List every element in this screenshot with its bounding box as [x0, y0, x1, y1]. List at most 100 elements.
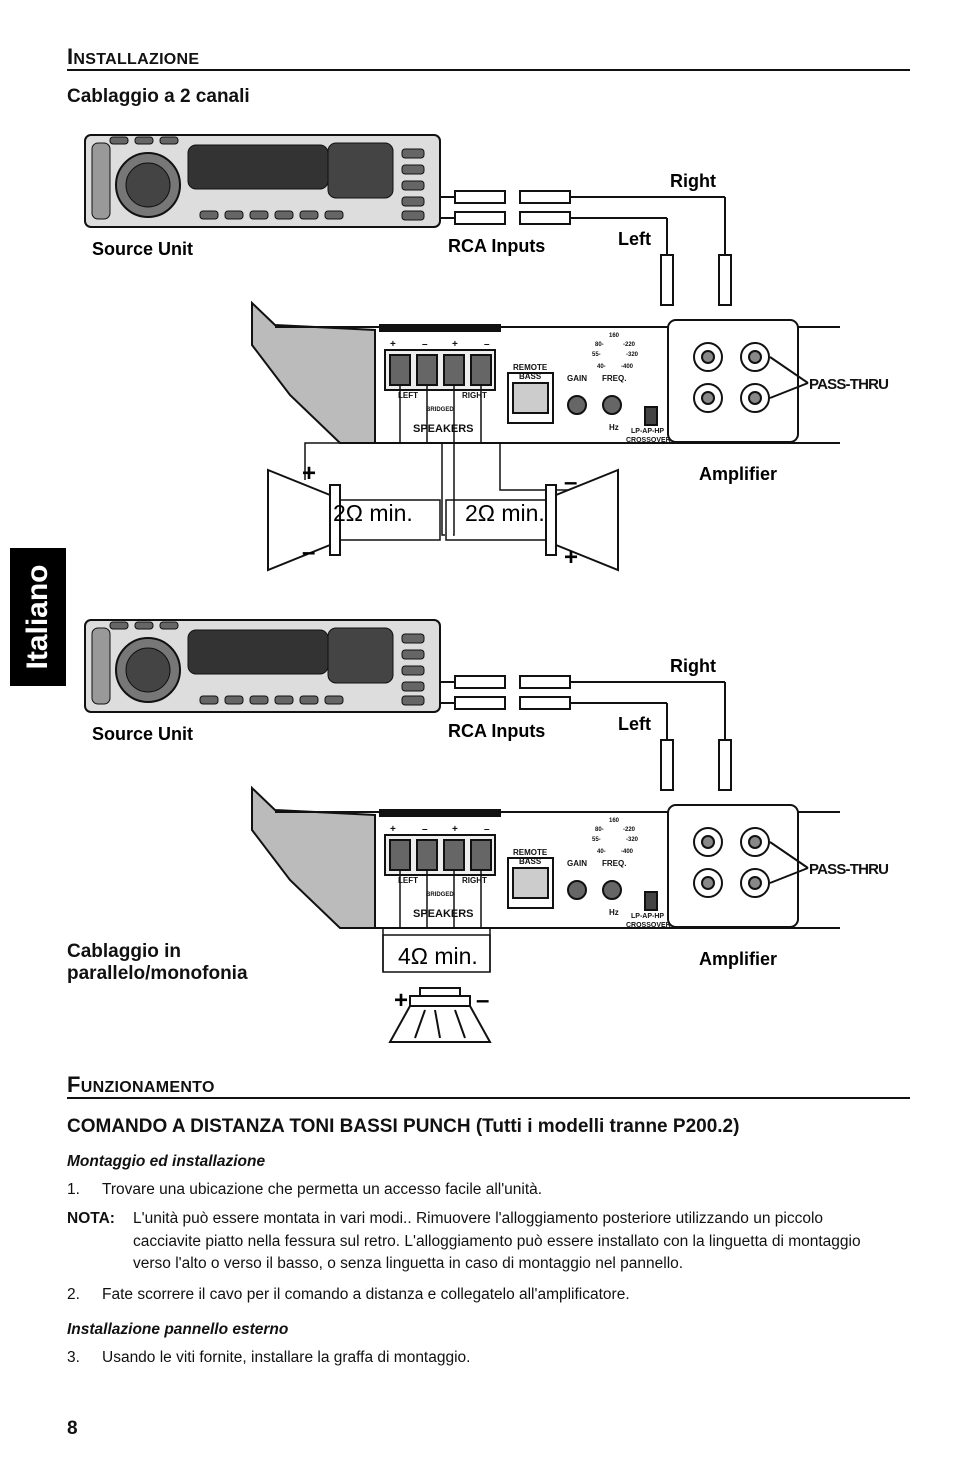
- term-right: RIGHT: [462, 391, 487, 400]
- hz-label-2: Hz: [609, 908, 619, 917]
- freq2-400: -400: [621, 849, 634, 855]
- freq-160: 160: [609, 333, 620, 339]
- pol-4: –: [484, 339, 490, 350]
- list-number-3: 3.: [67, 1349, 80, 1366]
- speaker-mono: [388, 987, 492, 1043]
- amplifier: [251, 300, 840, 444]
- speaker-mono-minus: –: [476, 987, 489, 1014]
- label-rca-inputs: RCA Inputs: [448, 236, 545, 256]
- pol-3: +: [452, 339, 458, 350]
- label-amplifier-2: Amplifier: [699, 949, 777, 969]
- heading-remote-bass-main: COMANDO A DISTANZA TONI BASSI PUNCH: [67, 1116, 471, 1137]
- subheading-2-channel: Cablaggio a 2 canali: [67, 86, 250, 107]
- note-line-1: L'unità può essere montata in vari modi.…: [133, 1210, 824, 1227]
- term2-left: LEFT: [398, 876, 418, 885]
- speaker-left: [267, 468, 441, 572]
- freq-80: 80-: [595, 342, 604, 348]
- note-line-3: verso l'alto o verso il basso, o senza l…: [133, 1255, 684, 1272]
- title-initial: I: [67, 44, 74, 69]
- list-item-2: 2. Fate scorrere il cavo per il comando …: [67, 1284, 910, 1306]
- page-number: 8: [67, 1418, 78, 1439]
- gain-label: GAIN: [567, 374, 587, 383]
- amplifier-2: [251, 785, 840, 929]
- label-speakers: SPEAKERS: [413, 423, 474, 435]
- speaker-left-plus: +: [302, 460, 316, 487]
- heading-remote-bass-models: (Tutti i modelli tranne P200.2): [475, 1116, 740, 1137]
- term2-right: RIGHT: [462, 876, 487, 885]
- bass-label-2: BASS: [519, 857, 542, 866]
- term-left: LEFT: [398, 391, 418, 400]
- subheading-parallel-line1: Cablaggio in: [67, 941, 181, 962]
- lp-ap-hp-2: LP-AP-HP: [631, 913, 664, 920]
- rca-cables-2: [440, 675, 732, 791]
- speaker-right-plus: +: [564, 544, 578, 571]
- note-line-2: cacciavite piatto nella fessura sul retr…: [133, 1232, 861, 1250]
- label-left-2: Left: [618, 714, 651, 734]
- list-text-1: Trovare una ubicazione che permetta un a…: [102, 1181, 543, 1198]
- subheading-parallel-line2: parallelo/monofonia: [67, 963, 248, 984]
- pol2-2: –: [422, 824, 428, 835]
- list-text-3: Usando le viti fornite, installare la gr…: [102, 1349, 471, 1366]
- section-title-funzionamento: FUNZIONAMENTO: [67, 1072, 215, 1098]
- wiring-diagram-parallel: Source Unit RCA Inputs Right Left + – + …: [84, 619, 889, 1043]
- list-number-1: 1.: [67, 1181, 80, 1198]
- list-item-3: 3. Usando le viti fornite, installare la…: [67, 1347, 910, 1369]
- title2-initial: F: [67, 1072, 81, 1097]
- pol2-3: +: [452, 824, 458, 835]
- freq2-55: 55-: [592, 837, 601, 843]
- wiring-diagram-2ch: Source Unit RCA Inputs Right Left + – +: [84, 134, 889, 572]
- pol2-1: +: [390, 824, 396, 835]
- label-source-unit: Source Unit: [92, 239, 193, 259]
- freq2-320: -320: [626, 837, 639, 843]
- freq-55: 55-: [592, 352, 601, 358]
- pol-1: +: [390, 339, 396, 350]
- freq2-80: 80-: [595, 827, 604, 833]
- heading-remote-bass: COMANDO A DISTANZA TONI BASSI PUNCH (Tut…: [67, 1116, 739, 1138]
- language-tab: Italiano: [10, 548, 66, 686]
- bass-label: BASS: [519, 372, 542, 381]
- subheading-pannello: Installazione pannello esterno: [67, 1321, 289, 1338]
- source-unit-2: [84, 619, 441, 713]
- label-amplifier: Amplifier: [699, 464, 777, 484]
- label-right-2: Right: [670, 656, 716, 676]
- speaker-right-minus: –: [564, 469, 577, 496]
- pol-2: –: [422, 339, 428, 350]
- speaker-wires-2: [382, 870, 491, 973]
- pol2-4: –: [484, 824, 490, 835]
- crossover-label-2: CROSSOVER: [626, 922, 671, 929]
- freq-40: 40-: [597, 364, 606, 370]
- section-rule-2: [67, 1097, 910, 1099]
- lp-ap-hp: LP-AP-HP: [631, 428, 664, 435]
- label-right: Right: [670, 171, 716, 191]
- title2-rest: UNZIONAMENTO: [80, 1079, 215, 1096]
- list-number-2: 2.: [67, 1286, 80, 1303]
- subheading-montaggio: Montaggio ed installazione: [67, 1153, 266, 1170]
- subheading-parallel: Cablaggio in parallelo/monofonia: [67, 941, 248, 985]
- source-unit: [84, 134, 441, 228]
- speaker-mono-plus: +: [394, 987, 408, 1014]
- rca-cables: [440, 190, 732, 306]
- term2-bridged: BRIDGED: [426, 892, 454, 898]
- label-rca-inputs-2: RCA Inputs: [448, 721, 545, 741]
- term-bridged: BRIDGED: [426, 407, 454, 413]
- freq2-220: -220: [623, 827, 636, 833]
- remote-label-2: REMOTE: [513, 848, 548, 857]
- impedance-right: 2Ω min.: [465, 500, 545, 526]
- label-pass-thru: PASS-THRU: [809, 376, 888, 393]
- freq2-40: 40-: [597, 849, 606, 855]
- remote-label: REMOTE: [513, 363, 548, 372]
- section-title-installazione: INSTALLAZIONE: [67, 44, 199, 70]
- speaker-left-minus: –: [302, 539, 315, 566]
- note-body: L'unità può essere montata in vari modi.…: [133, 1208, 910, 1276]
- list-text-2: Fate scorrere il cavo per il comando a d…: [102, 1286, 630, 1303]
- label-pass-thru-2: PASS-THRU: [809, 861, 888, 878]
- speaker-right: [445, 468, 619, 572]
- hz-label: Hz: [609, 423, 619, 432]
- language-tab-label: Italiano: [21, 564, 54, 670]
- impedance-mono: 4Ω min.: [398, 943, 478, 969]
- freq2-160: 160: [609, 818, 620, 824]
- freq-label: FREQ.: [602, 374, 626, 383]
- impedance-left: 2Ω min.: [333, 500, 413, 526]
- freq-label-2: FREQ.: [602, 859, 626, 868]
- title-rest: NSTALLAZIONE: [73, 51, 200, 68]
